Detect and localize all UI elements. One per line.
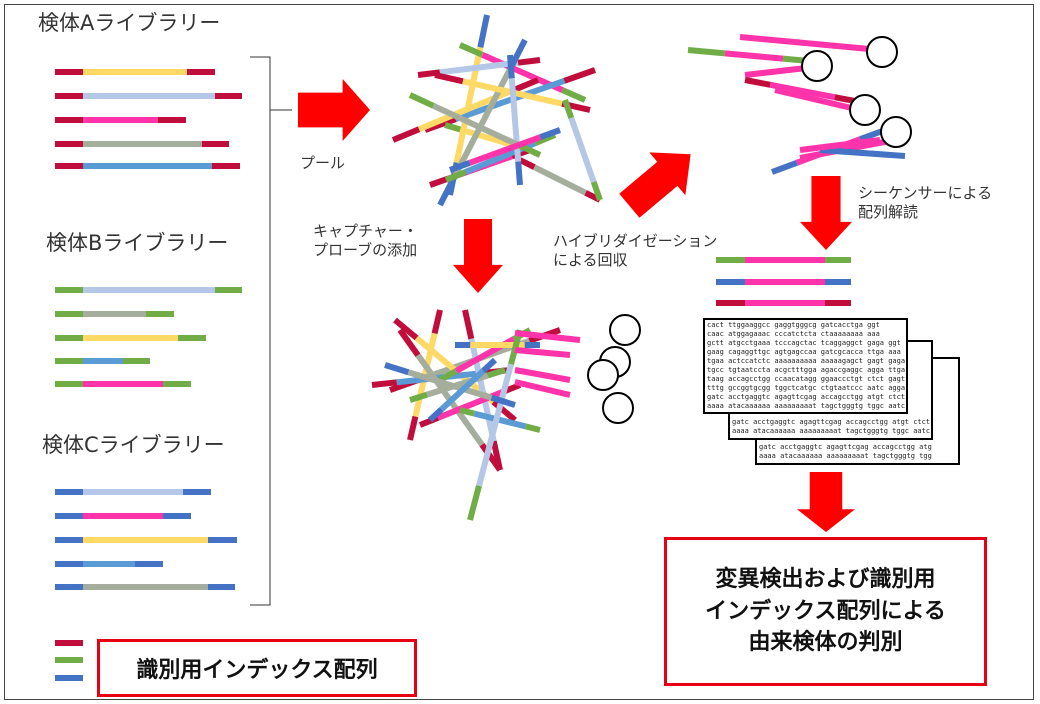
- captured-pool-fragment-index-tag: [462, 309, 475, 340]
- pool-fragment-index-tag: [534, 132, 557, 146]
- sequencer-label: シーケンサーによる 配列解読: [858, 184, 993, 221]
- pool-fragment-index-tag: [590, 181, 603, 201]
- bead-icon: [849, 94, 881, 126]
- pool-fragment-index-tag: [448, 159, 471, 173]
- bead-icon: [602, 392, 634, 424]
- captured-pool-fragment-index-tag: [524, 423, 541, 433]
- captured-pool-fragment-index-tag: [491, 399, 517, 423]
- pool-fragment-insert: [459, 126, 516, 149]
- pool-fragment-index-tag: [517, 57, 541, 66]
- captured-pool-fragment-index-tag: [393, 317, 419, 341]
- pool-fragment-index-tag: [458, 42, 484, 58]
- recovered-fragment-insert: [769, 81, 836, 101]
- pool-fragment-index-tag: [424, 116, 457, 133]
- captured-pool-fragment-index-tag: [427, 406, 444, 423]
- captured-pool-fragment-insert: [439, 368, 486, 412]
- pool-fragment-index-tag: [515, 161, 523, 186]
- library-c-label: 検体Cライブラリー: [42, 433, 225, 457]
- bead-icon: [866, 36, 898, 68]
- bead-icon: [880, 116, 912, 148]
- captured-pool-fragment-index-tag: [407, 415, 419, 441]
- pool-label: プール: [300, 154, 346, 172]
- outer-frame: [4, 4, 1034, 700]
- diagonal-arrow-icon: [619, 152, 691, 218]
- bead-icon: [609, 314, 641, 346]
- captured-pool-fragment-index-tag: [397, 328, 421, 357]
- captured-pool-fragment-index-tag: [486, 367, 506, 379]
- pool-fragment-index-tag: [444, 169, 467, 183]
- bead-icon: [587, 359, 619, 391]
- captured-pool-fragment-index-tag: [438, 368, 458, 383]
- capture-probe: [514, 367, 571, 383]
- down-arrow-icon: [453, 219, 503, 293]
- pool-fragment-index-tag: [391, 126, 421, 143]
- pool-fragment-index-tag: [477, 14, 490, 49]
- pool-fragment-index-tag: [561, 87, 587, 103]
- hybridization-label: ハイブリダイゼーション による回収: [553, 232, 718, 269]
- recovered-fragment-index-tag: [687, 47, 726, 57]
- pool-fragment-insert: [432, 103, 518, 147]
- recovered-fragment-index-tag: [770, 159, 798, 175]
- down-arrow-icon: [800, 176, 852, 250]
- captured-pool-fragment-index-tag: [467, 485, 482, 521]
- capture-probe: [739, 34, 881, 53]
- pool-fragment-index-tag: [429, 175, 449, 188]
- bracket: [250, 56, 271, 606]
- capture-probe: [514, 330, 581, 343]
- pool-fragment-index-tag: [408, 92, 435, 109]
- captured-pool-fragment-index-tag: [384, 362, 410, 376]
- capture-probe: [514, 347, 571, 358]
- captured-pool-fragment-index-tag: [371, 379, 398, 388]
- sequence-sheet-1: cact ttggaaggcc gaggtgggcg gatcacctga gg…: [703, 318, 908, 414]
- result-box: 変異検出および識別用 インデックス配列による 由来検体の判別: [664, 537, 987, 686]
- captured-pool-fragment-index-tag: [409, 391, 429, 403]
- pool-fragment-index-tag: [444, 122, 462, 133]
- down-arrow-icon: [797, 472, 855, 532]
- pool-fragment-index-tag: [563, 67, 596, 84]
- capture-probe: [514, 379, 571, 398]
- library-a-label: 検体Aライブラリー: [38, 11, 221, 35]
- pool-fragment-insert: [439, 59, 519, 76]
- recovered-fragment-insert: [799, 137, 881, 153]
- recovered-fragment-index-tag: [819, 147, 906, 159]
- captured-pool-fragment-insert: [473, 410, 527, 430]
- captured-pool-fragment-insert: [476, 363, 514, 487]
- right-arrow-icon: [298, 79, 370, 141]
- pool-fragment-insert: [454, 77, 566, 123]
- pool-fragment-index-tag: [562, 99, 575, 119]
- pool-fragment-index-tag: [507, 54, 515, 79]
- bead-icon: [801, 50, 833, 82]
- pool-fragment-index-tag: [510, 77, 540, 94]
- library-b-label: 検体Bライブラリー: [46, 231, 229, 255]
- pool-fragment-insert: [533, 164, 587, 196]
- captured-pool-fragment-index-tag: [490, 440, 503, 471]
- pool-fragment-index-tag: [434, 72, 464, 85]
- legend-index-box: 識別用インデックス配列: [97, 639, 417, 697]
- captured-pool-fragment-index-tag: [431, 309, 443, 335]
- capture-probe: [774, 87, 861, 113]
- pool-fragment-insert: [568, 117, 597, 183]
- recovered-fragment-index-tag: [744, 77, 771, 88]
- pool-fragment-index-tag: [539, 127, 562, 141]
- capture-probe-label: キャプチャー・ プローブの添加: [313, 222, 418, 259]
- recovered-fragment-insert: [724, 50, 784, 62]
- captured-pool-fragment-index-tag: [459, 407, 476, 417]
- captured-pool-fragment-index-tag: [481, 357, 498, 374]
- captured-pool-fragment-index-tag: [490, 394, 516, 408]
- captured-pool-fragment-insert: [468, 338, 497, 442]
- pool-fragment-index-tag: [518, 157, 536, 170]
- captured-pool-fragment-insert: [407, 369, 493, 401]
- pool-fragment-insert: [468, 134, 542, 166]
